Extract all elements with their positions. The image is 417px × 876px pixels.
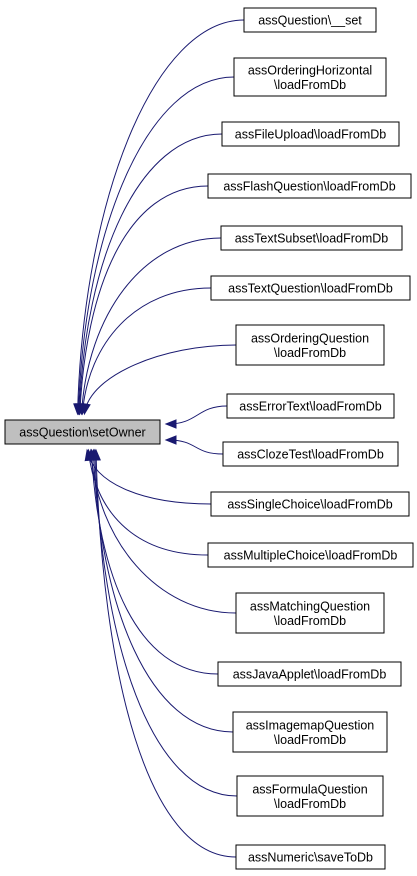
edge-4 <box>79 185 209 413</box>
edge-3 <box>78 133 223 413</box>
node-assquestion-set-label-line-1: assQuestion\__set <box>258 14 362 28</box>
node-asstextquestion-loadfromdb-label-line-1: assTextQuestion\loadFromDb <box>228 282 393 296</box>
node-assclozetest-loadfromdb-label-line-1: assClozeTest\loadFromDb <box>237 448 384 462</box>
edge-11 <box>88 451 209 556</box>
node-asstextquestion-loadfromdb-box <box>210 275 411 301</box>
edge-2 <box>77 76 235 413</box>
node-assformulaquestion-loadfromdb-label-line-1: assFormulaQuestion <box>252 782 367 796</box>
node-asstextsubset-loadfromdb-box <box>220 225 403 251</box>
node-assmultiplechoice-loadfromdb-box <box>207 542 414 568</box>
node-assjavaapplet-loadfromdb-box <box>217 661 402 687</box>
node-assmultiplechoice-loadfromdb[interactable]: assMultipleChoice\loadFromDb <box>207 542 414 568</box>
edge-5 <box>81 237 222 413</box>
node-assformulaquestion-loadfromdb[interactable]: assFormulaQuestion\loadFromDb <box>236 775 384 817</box>
node-asstextsubset-loadfromdb[interactable]: assTextSubset\loadFromDb <box>220 225 403 251</box>
node-assformulaquestion-loadfromdb-box <box>236 775 384 817</box>
node-asserrortext-loadfromdb[interactable]: assErrorText\loadFromDb <box>226 393 395 419</box>
node-asstextquestion-loadfromdb[interactable]: assTextQuestion\loadFromDb <box>210 275 411 301</box>
node-assnumeric-savetodb[interactable]: assNumeric\saveToDb <box>235 844 386 870</box>
node-asssinglechoice-loadfromdb-box <box>210 491 410 517</box>
edge-10 <box>87 451 212 505</box>
node-assnumeric-savetodb-box <box>235 844 386 870</box>
node-assquestion-set-box <box>243 7 377 33</box>
node-assclozetest-loadfromdb[interactable]: assClozeTest\loadFromDb <box>222 441 399 467</box>
node-assflashquestion-loadfromdb-label-line-1: assFlashQuestion\loadFromDb <box>223 180 395 194</box>
edge-6 <box>82 287 212 413</box>
edge-16-arrowhead <box>91 448 101 461</box>
node-assformulaquestion-loadfromdb-label-line-2: \loadFromDb <box>274 797 346 811</box>
node-assflashquestion-loadfromdb-box <box>207 173 412 199</box>
node-asssinglechoice-loadfromdb-label-line-1: assSingleChoice\loadFromDb <box>227 498 392 512</box>
node-assorderingquestion-loadfromdb-box <box>235 324 385 366</box>
edge-7-arrowhead <box>81 402 91 416</box>
node-assorderinghorizontal-loadfromdb-label-line-2: \loadFromDb <box>274 78 346 92</box>
node-assquestion-setowner-box <box>4 419 161 445</box>
node-assquestion-set[interactable]: assQuestion\__set <box>243 7 377 33</box>
node-assfileupload-loadfromdb-box <box>221 121 400 147</box>
edge-8-arrowhead <box>164 419 177 429</box>
node-assimagemapquestion-loadfromdb-label-line-1: assImagemapQuestion <box>246 718 375 732</box>
edge-1 <box>77 19 245 413</box>
node-asserrortext-loadfromdb-box <box>226 393 395 419</box>
node-asserrortext-loadfromdb-label-line-1: assErrorText\loadFromDb <box>239 400 381 414</box>
node-assmatchingquestion-loadfromdb-label-line-2: \loadFromDb <box>274 614 346 628</box>
edge-7 <box>84 344 237 413</box>
node-assorderingquestion-loadfromdb-label-line-1: assOrderingQuestion <box>251 331 369 345</box>
nodes-layer: assQuestion\setOwner assQuestion\__setass… <box>4 7 414 870</box>
node-assnumeric-savetodb-label-line-1: assNumeric\saveToDb <box>248 851 373 865</box>
node-assfileupload-loadfromdb-label-line-1: assFileUpload\loadFromDb <box>235 128 387 142</box>
edges-layer <box>73 19 245 858</box>
node-assimagemapquestion-loadfromdb[interactable]: assImagemapQuestion\loadFromDb <box>232 711 388 753</box>
node-assflashquestion-loadfromdb[interactable]: assFlashQuestion\loadFromDb <box>207 173 412 199</box>
node-assmatchingquestion-loadfromdb-box <box>235 592 385 634</box>
node-assimagemapquestion-loadfromdb-label-line-2: \loadFromDb <box>274 733 346 747</box>
node-assimagemapquestion-loadfromdb-box <box>232 711 388 753</box>
node-assquestion-setowner[interactable]: assQuestion\setOwner <box>4 419 161 445</box>
node-assjavaapplet-loadfromdb[interactable]: assJavaApplet\loadFromDb <box>217 661 402 687</box>
node-assjavaapplet-loadfromdb-label-line-1: assJavaApplet\loadFromDb <box>233 668 387 682</box>
node-assorderinghorizontal-loadfromdb[interactable]: assOrderingHorizontal\loadFromDb <box>233 57 387 97</box>
node-assorderinghorizontal-loadfromdb-box <box>233 57 387 97</box>
node-assclozetest-loadfromdb-box <box>222 441 399 467</box>
node-assmatchingquestion-loadfromdb[interactable]: assMatchingQuestion\loadFromDb <box>235 592 385 634</box>
edge-16 <box>95 451 237 858</box>
node-assorderingquestion-loadfromdb-label-line-2: \loadFromDb <box>274 346 346 360</box>
node-assorderingquestion-loadfromdb[interactable]: assOrderingQuestion\loadFromDb <box>235 324 385 366</box>
node-assmatchingquestion-loadfromdb-label-line-1: assMatchingQuestion <box>250 599 370 613</box>
node-assmultiplechoice-loadfromdb-label-line-1: assMultipleChoice\loadFromDb <box>224 549 398 563</box>
edge-8 <box>167 405 228 425</box>
edge-9-arrowhead <box>164 435 177 445</box>
node-asstextsubset-loadfromdb-label-line-1: assTextSubset\loadFromDb <box>235 232 389 246</box>
edge-13 <box>91 451 219 675</box>
node-asssinglechoice-loadfromdb[interactable]: assSingleChoice\loadFromDb <box>210 491 410 517</box>
node-assfileupload-loadfromdb[interactable]: assFileUpload\loadFromDb <box>221 121 400 147</box>
node-assquestion-setowner-label-line-1: assQuestion\setOwner <box>19 426 145 440</box>
node-assorderinghorizontal-loadfromdb-label-line-1: assOrderingHorizontal <box>248 63 372 77</box>
